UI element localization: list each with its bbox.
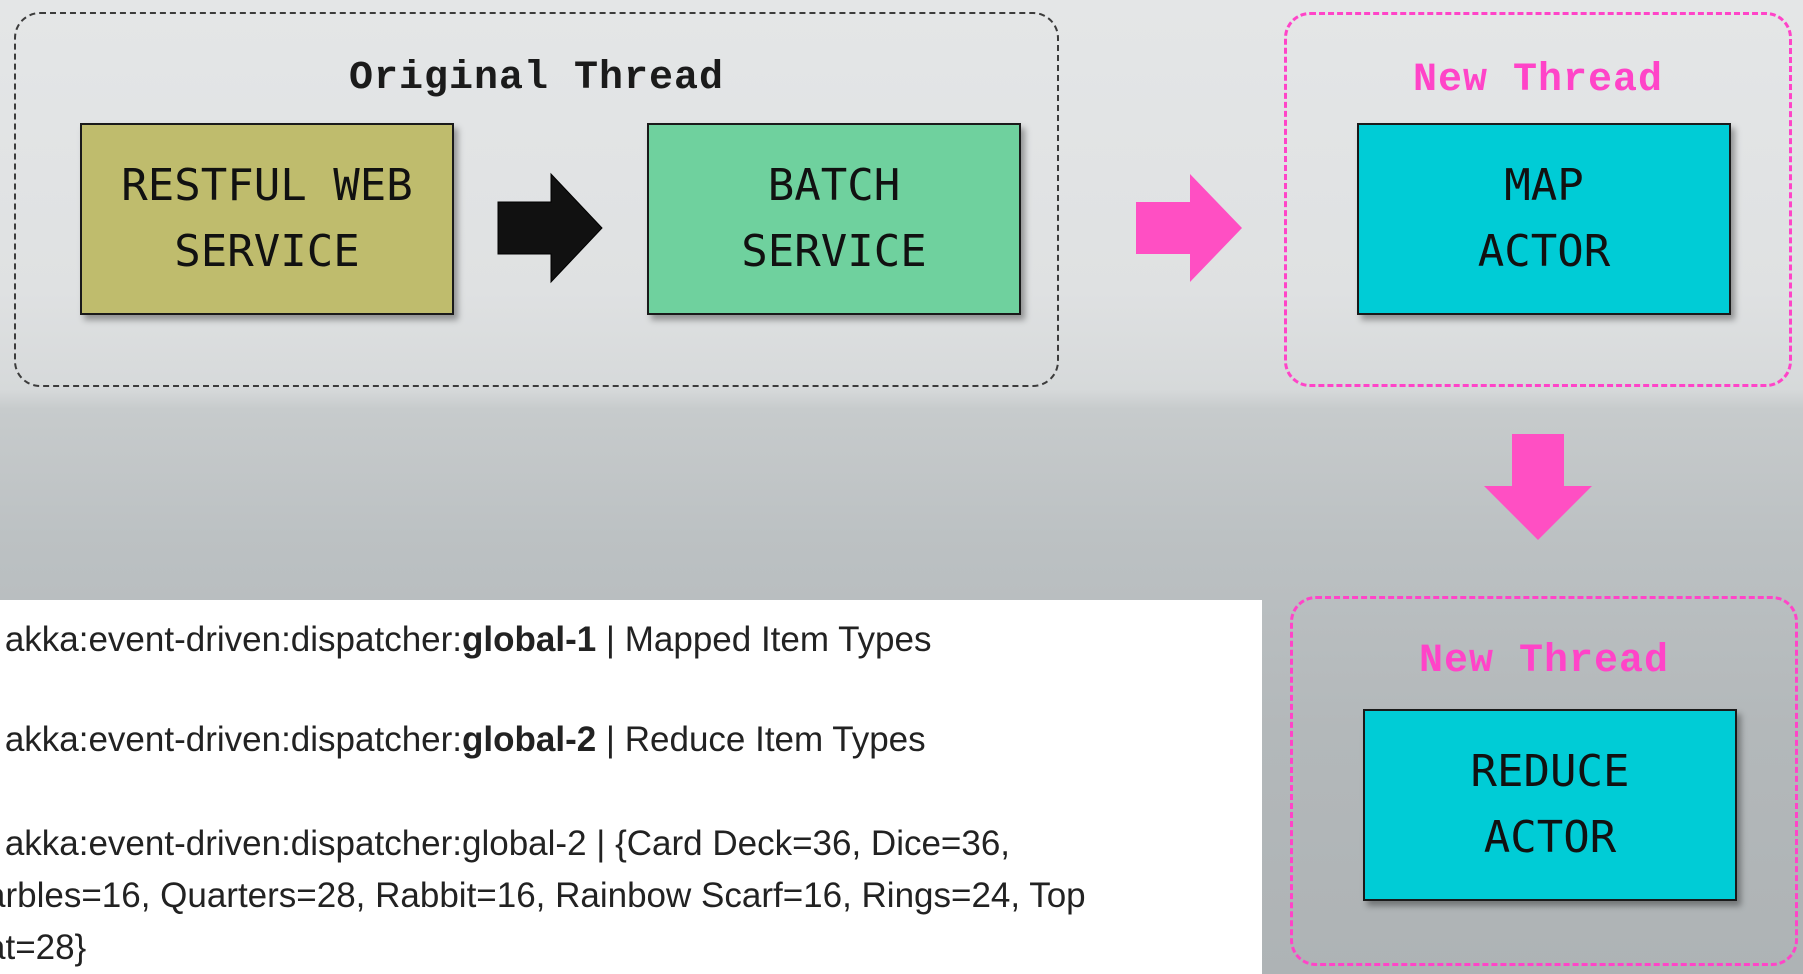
new-thread-title-2: New Thread (1418, 639, 1670, 684)
restful-label-line2: SERVICE (174, 226, 360, 277)
log-output-panel: | akka:event-driven:dispatcher:global-1 … (0, 600, 1262, 974)
restful-label-line1: RESTFUL WEB (121, 160, 413, 211)
log-line-3-end: at=28} (0, 928, 87, 967)
map-label-line1: MAP (1504, 160, 1584, 211)
batch-label-line1: BATCH (767, 160, 901, 211)
log-line-3: | akka:event-driven:dispatcher:global-2 … (0, 824, 1011, 863)
log-line-3-cont: arbles=16, Quarters=28, Rabbit=16, Rainb… (0, 876, 1086, 915)
log-line-2: | akka:event-driven:dispatcher:global-2 … (0, 714, 1226, 766)
log-line-1-thread: global-1 (462, 620, 597, 659)
pink-down-arrow-icon (1484, 434, 1592, 540)
map-label-line2: ACTOR (1477, 226, 1611, 277)
black-right-arrow-icon (497, 172, 603, 284)
log-line-1-prefix: | akka:event-driven:dispatcher: (0, 620, 463, 659)
restful-web-service-box: RESTFUL WEB SERVICE (80, 123, 454, 315)
new-thread-title-1: New Thread (1412, 58, 1664, 103)
reduce-label-line2: ACTOR (1483, 812, 1617, 863)
log-line-2-suffix: | Reduce Item Types (596, 720, 926, 759)
log-line-2-prefix: | akka:event-driven:dispatcher: (0, 720, 463, 759)
log-line-1: | akka:event-driven:dispatcher:global-1 … (0, 614, 1226, 666)
new-thread-group-2: New Thread (1290, 596, 1798, 966)
map-actor-box: MAP ACTOR (1357, 123, 1731, 315)
original-thread-group: Original Thread (14, 12, 1059, 387)
new-thread-group-1: New Thread (1284, 12, 1792, 387)
pink-right-arrow-icon (1136, 174, 1242, 282)
reduce-label-line1: REDUCE (1470, 746, 1630, 797)
batch-service-box: BATCH SERVICE (647, 123, 1021, 315)
log-line-1-suffix: | Mapped Item Types (596, 620, 932, 659)
reduce-actor-box: REDUCE ACTOR (1363, 709, 1737, 901)
original-thread-title: Original Thread (348, 56, 725, 101)
batch-label-line2: SERVICE (741, 226, 927, 277)
log-line-2-thread: global-2 (462, 720, 597, 759)
